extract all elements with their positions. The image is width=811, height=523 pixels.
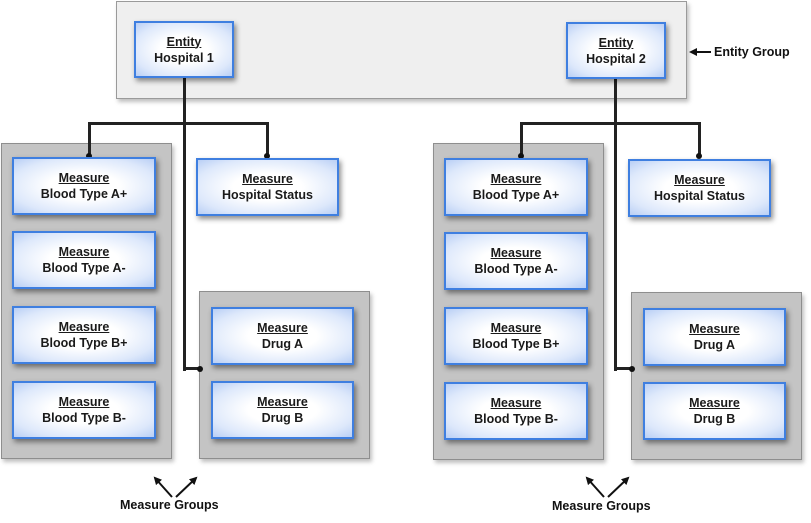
node-kind-label: Measure xyxy=(58,320,110,334)
node-name-label: Blood Type A+ xyxy=(40,187,128,201)
measure-group-arrow-icon xyxy=(175,476,198,498)
junction-dot xyxy=(86,153,92,159)
junction-dot xyxy=(197,366,203,372)
entity-group-label: Entity Group xyxy=(714,45,790,59)
node-name-label: Blood Type B+ xyxy=(472,337,560,351)
measure-drug-b[interactable]: Measure Drug B xyxy=(211,381,354,439)
junction-dot xyxy=(264,153,270,159)
connector xyxy=(88,122,269,125)
node-name-label: Drug A xyxy=(261,337,304,351)
node-kind-label: Measure xyxy=(674,173,725,187)
connector xyxy=(520,122,523,156)
connector xyxy=(614,78,617,371)
node-kind-label: Measure xyxy=(490,396,542,410)
measure-blood-type-a-minus[interactable]: Measure Blood Type A- xyxy=(12,231,156,289)
node-name-label: Blood Type B- xyxy=(474,412,558,426)
node-kind-label: Measure xyxy=(257,321,308,335)
node-kind-label: Measure xyxy=(689,396,740,410)
measure-blood-type-b-plus[interactable]: Measure Blood Type B+ xyxy=(444,307,588,365)
connector xyxy=(520,122,701,125)
node-kind-label: Entity xyxy=(598,35,634,50)
measure-blood-type-b-minus[interactable]: Measure Blood Type B- xyxy=(444,382,588,440)
connector xyxy=(266,122,269,156)
measure-blood-type-b-plus[interactable]: Measure Blood Type B+ xyxy=(12,306,156,364)
measure-group-arrow-icon xyxy=(607,476,630,498)
measure-blood-type-a-minus[interactable]: Measure Blood Type A- xyxy=(444,232,588,290)
node-name-label: Blood Type A- xyxy=(474,262,558,276)
node-name-label: Hospital 1 xyxy=(154,50,214,65)
entity-hospital-2[interactable]: Entity Hospital 2 xyxy=(566,22,666,79)
node-kind-label: Measure xyxy=(58,245,110,259)
connector xyxy=(183,78,186,371)
node-kind-label: Measure xyxy=(257,395,308,409)
measure-blood-type-a-plus[interactable]: Measure Blood Type A+ xyxy=(444,158,588,216)
node-name-label: Blood Type A- xyxy=(42,261,126,275)
junction-dot xyxy=(518,153,524,159)
node-kind-label: Entity xyxy=(166,34,202,49)
connector xyxy=(183,367,200,370)
node-name-label: Blood Type B- xyxy=(42,411,126,425)
measure-blood-type-b-minus[interactable]: Measure Blood Type B- xyxy=(12,381,156,439)
measure-groups-label: Measure Groups xyxy=(552,499,651,513)
measure-hospital-status[interactable]: Measure Hospital Status xyxy=(196,158,339,216)
node-kind-label: Measure xyxy=(689,322,740,336)
node-name-label: Hospital 2 xyxy=(586,51,646,66)
connector xyxy=(698,122,701,156)
node-kind-label: Measure xyxy=(490,172,542,186)
node-name-label: Drug A xyxy=(693,338,736,352)
measure-hospital-status[interactable]: Measure Hospital Status xyxy=(628,159,771,217)
node-name-label: Drug B xyxy=(261,411,304,425)
measure-drug-a[interactable]: Measure Drug A xyxy=(211,307,354,365)
node-kind-label: Measure xyxy=(490,246,542,260)
node-kind-label: Measure xyxy=(490,321,542,335)
node-kind-label: Measure xyxy=(242,172,293,186)
measure-drug-b[interactable]: Measure Drug B xyxy=(643,382,786,440)
node-name-label: Hospital Status xyxy=(654,189,745,203)
node-kind-label: Measure xyxy=(58,395,110,409)
measure-group-arrow-icon xyxy=(585,476,605,498)
connector xyxy=(88,122,91,156)
junction-dot xyxy=(629,366,635,372)
node-kind-label: Measure xyxy=(58,171,110,185)
node-name-label: Blood Type A+ xyxy=(472,188,560,202)
measure-group-arrow-icon xyxy=(153,476,173,498)
connector xyxy=(614,367,631,370)
node-name-label: Blood Type B+ xyxy=(40,336,128,350)
measure-blood-type-a-plus[interactable]: Measure Blood Type A+ xyxy=(12,157,156,215)
junction-dot xyxy=(696,153,702,159)
node-name-label: Hospital Status xyxy=(222,188,313,202)
measure-groups-label: Measure Groups xyxy=(120,498,219,512)
node-name-label: Drug B xyxy=(693,412,736,426)
entity-hospital-1[interactable]: Entity Hospital 1 xyxy=(134,21,234,78)
measure-drug-a[interactable]: Measure Drug A xyxy=(643,308,786,366)
